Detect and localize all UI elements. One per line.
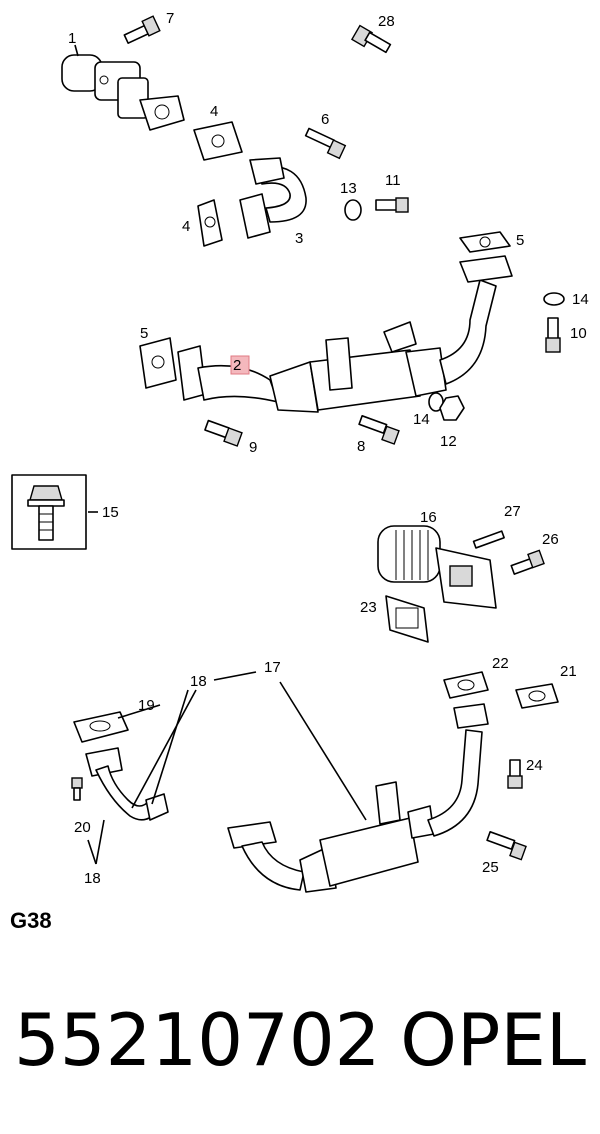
- washer-14-right[interactable]: [543, 292, 565, 306]
- gasket-4-lower[interactable]: [197, 199, 223, 247]
- callout-2[interactable]: 2: [233, 357, 241, 374]
- bolt-10[interactable]: [545, 317, 561, 353]
- callout-16[interactable]: 16: [420, 509, 437, 526]
- callout-28[interactable]: 28: [378, 13, 395, 30]
- callout-18a[interactable]: 18: [190, 673, 207, 690]
- gasket-23[interactable]: [385, 595, 429, 643]
- bolt-20[interactable]: [71, 777, 83, 801]
- egr-cooler-16[interactable]: [377, 525, 497, 609]
- callout-25[interactable]: 25: [482, 859, 499, 876]
- bolt-25[interactable]: [486, 830, 527, 861]
- bolt-7[interactable]: [123, 15, 161, 44]
- callout-4b[interactable]: 4: [182, 218, 190, 235]
- egr-valve-part[interactable]: [61, 54, 185, 131]
- callout-5a[interactable]: 5: [516, 232, 524, 249]
- gasket-19[interactable]: [73, 711, 129, 743]
- callout-17[interactable]: 17: [264, 659, 281, 676]
- leader-18a: [151, 689, 189, 805]
- callout-10[interactable]: 10: [570, 325, 587, 342]
- bolt-9[interactable]: [204, 419, 243, 447]
- callout-18b[interactable]: 18: [84, 870, 101, 887]
- flange-5-left[interactable]: [139, 337, 177, 389]
- callout-2-highlight: [230, 355, 250, 375]
- callout-3[interactable]: 3: [295, 230, 303, 247]
- stud-27[interactable]: [472, 530, 505, 549]
- callout-9[interactable]: 9: [249, 439, 257, 456]
- leader-20-18: [87, 839, 97, 865]
- callout-11[interactable]: 11: [385, 172, 401, 189]
- part-number: 55210702: [14, 998, 381, 1082]
- pipe-3[interactable]: [239, 157, 307, 239]
- leader-1: [74, 44, 79, 57]
- callout-5b[interactable]: 5: [140, 325, 148, 342]
- bolt-11[interactable]: [375, 197, 409, 213]
- leader-18b: [131, 689, 197, 809]
- callout-14b[interactable]: 14: [413, 411, 430, 428]
- callout-13[interactable]: 13: [340, 180, 357, 197]
- callout-21[interactable]: 21: [560, 663, 577, 680]
- leader-17-18: [213, 671, 257, 681]
- callout-7[interactable]: 7: [166, 10, 174, 27]
- callout-27[interactable]: 27: [504, 503, 521, 520]
- callout-1[interactable]: 1: [68, 30, 76, 47]
- callout-8[interactable]: 8: [357, 438, 365, 455]
- bolt-6[interactable]: [304, 127, 347, 160]
- callout-24[interactable]: 24: [526, 757, 543, 774]
- egr-cooler-pipe-part-2[interactable]: [177, 255, 513, 413]
- callout-6[interactable]: 6: [321, 111, 329, 128]
- callout-23[interactable]: 23: [360, 599, 377, 616]
- callout-20[interactable]: 20: [74, 819, 91, 836]
- leader-18c: [95, 819, 105, 865]
- callout-14a[interactable]: 14: [572, 291, 589, 308]
- flange-5-right[interactable]: [459, 231, 511, 253]
- gasket-4-upper[interactable]: [193, 121, 243, 161]
- bolt-26[interactable]: [510, 549, 545, 575]
- leader-17: [279, 681, 367, 821]
- washer-13[interactable]: [344, 199, 362, 221]
- flex-hose-18-left[interactable]: [85, 747, 169, 821]
- egr-cooler-assembly-17[interactable]: [227, 703, 489, 893]
- brand-name: OPEL: [400, 998, 586, 1082]
- section-code: G38: [10, 908, 52, 933]
- gasket-22[interactable]: [443, 671, 489, 699]
- callout-19[interactable]: 19: [138, 697, 155, 714]
- callout-15[interactable]: 15: [102, 504, 119, 521]
- callout-12[interactable]: 12: [440, 433, 457, 450]
- bolt-28[interactable]: [350, 24, 392, 54]
- exploded-parts-diagram: 1 2 3 4 4 5 5 6 7 8 9 10 11 12 13 14 14 …: [11, 10, 589, 893]
- callout-22[interactable]: 22: [492, 655, 509, 672]
- bolt-24[interactable]: [507, 759, 523, 789]
- bolt-8[interactable]: [358, 414, 400, 445]
- nut-12[interactable]: [439, 395, 465, 421]
- gasket-21[interactable]: [515, 683, 559, 709]
- bolt-15[interactable]: [27, 485, 65, 541]
- footer: 55210702 OPEL: [0, 990, 600, 1090]
- callout-4a[interactable]: 4: [210, 103, 218, 120]
- leader-19: [117, 704, 161, 719]
- callout-26[interactable]: 26: [542, 531, 559, 548]
